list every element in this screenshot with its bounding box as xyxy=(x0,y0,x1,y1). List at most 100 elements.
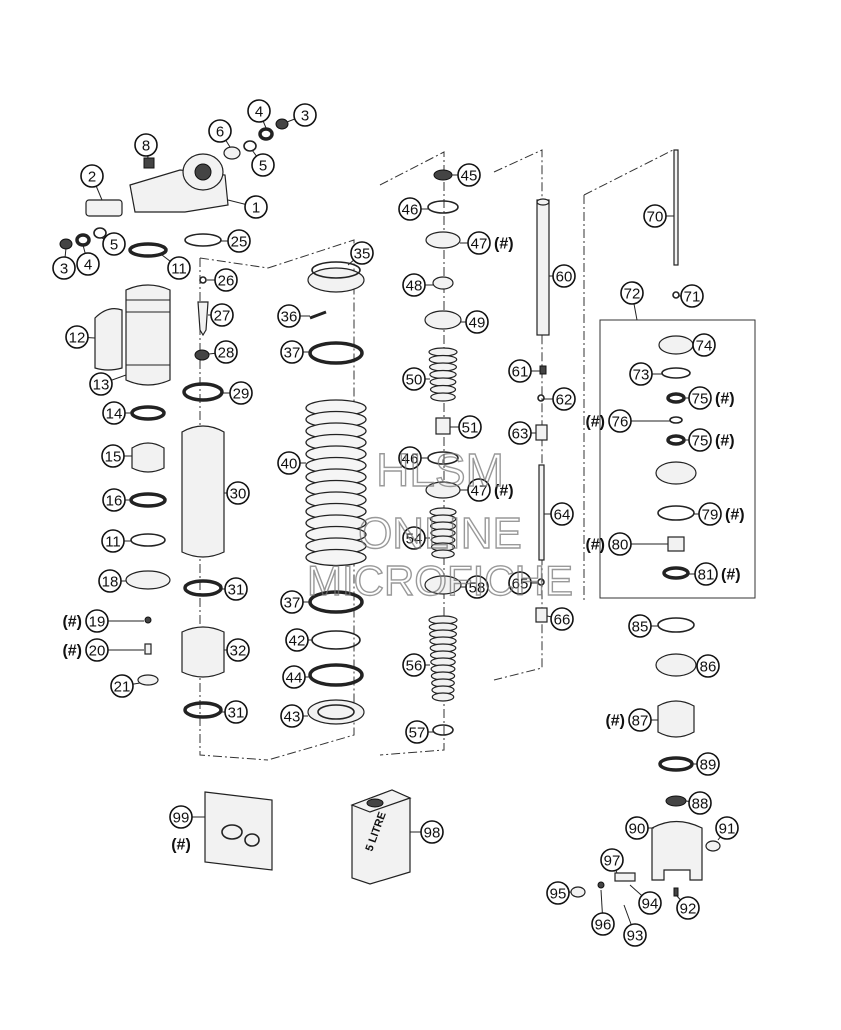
callout-circle xyxy=(293,103,317,127)
callout-number: 80 xyxy=(612,537,629,554)
callout-number: 20 xyxy=(89,643,106,660)
callout-c85: 85 xyxy=(628,614,652,638)
hash-mark-c75a: (#) xyxy=(715,391,735,408)
hash-mark-c87: (#) xyxy=(605,713,625,730)
hash-marks: (#)(#)(#)(#)(#)(#)(#)(#)(#)(#)(#)(#) xyxy=(62,236,744,854)
assembly-72-frame xyxy=(599,319,756,599)
part-11-ring-lower xyxy=(130,533,166,547)
part-91-bushing xyxy=(705,840,721,852)
callout-c4b: 4 xyxy=(247,99,271,123)
callout-circle xyxy=(625,816,649,840)
callout-number: 96 xyxy=(595,917,612,934)
callout-circle xyxy=(65,325,89,349)
callout-number: 5 xyxy=(110,237,118,254)
callout-number: 49 xyxy=(469,315,486,332)
callout-c89: 89 xyxy=(696,752,720,776)
callout-number: 89 xyxy=(700,757,717,774)
callout-circle xyxy=(110,674,134,698)
callout-c11a: 11 xyxy=(167,256,191,280)
callout-circle xyxy=(629,362,653,386)
callout-c1: 1 xyxy=(244,195,268,219)
callout-c5a: 5 xyxy=(102,232,126,256)
callout-c61: 61 xyxy=(508,359,532,383)
callout-number: 66 xyxy=(554,612,571,629)
watermark: HLSM ONLINE MICROFICHE xyxy=(306,443,573,604)
part-21-screw xyxy=(137,674,159,686)
callout-number: 43 xyxy=(284,709,301,726)
callout-c47b: 47 xyxy=(467,478,491,502)
spring-coil xyxy=(305,548,367,567)
callout-c86: 86 xyxy=(696,654,720,678)
callout-circle xyxy=(715,816,739,840)
part-2-valve xyxy=(85,199,123,217)
callout-c4a: 4 xyxy=(76,252,100,276)
callout-circle xyxy=(550,502,574,526)
part-60-shaft-top xyxy=(536,198,550,206)
callout-c72: 72 xyxy=(620,281,644,305)
callout-circle xyxy=(620,281,644,305)
callout-number: 99 xyxy=(173,810,190,827)
callout-c54: 54 xyxy=(402,526,426,550)
callout-circle xyxy=(226,481,250,505)
hash-mark-c47a: (#) xyxy=(494,236,514,253)
callout-c29: 29 xyxy=(229,381,253,405)
part-49-piston xyxy=(424,310,462,330)
callout-circle xyxy=(692,333,716,357)
hash-mark-c80: (#) xyxy=(585,537,605,554)
callout-c51: 51 xyxy=(458,415,482,439)
part-12-sleeve xyxy=(94,308,123,371)
part-35-adjuster-top xyxy=(311,261,361,279)
callout-number: 70 xyxy=(647,209,664,226)
callout-c94: 94 xyxy=(638,891,662,915)
callout-number: 4 xyxy=(255,104,263,121)
valve-column-top xyxy=(583,149,674,196)
callout-number: 42 xyxy=(289,633,306,650)
callout-number: 58 xyxy=(469,580,486,597)
callout-c15: 15 xyxy=(101,444,125,468)
callout-c40: 40 xyxy=(277,451,301,475)
callout-circle xyxy=(698,502,722,526)
callout-number: 16 xyxy=(106,493,123,510)
part-57-washer xyxy=(432,724,454,736)
part-47-cup-top xyxy=(425,231,461,249)
callout-number: 14 xyxy=(106,406,123,423)
callout-circle xyxy=(608,409,632,433)
part-50-shims xyxy=(428,347,458,402)
callout-c26: 26 xyxy=(214,268,238,292)
callout-number: 51 xyxy=(462,420,479,437)
part-20-pin xyxy=(144,643,152,655)
callout-c25: 25 xyxy=(227,229,251,253)
callout-circle xyxy=(694,562,718,586)
callout-c36: 36 xyxy=(277,304,301,328)
piston-column xyxy=(424,169,462,736)
part-30-reservoir xyxy=(181,425,225,558)
callout-circle xyxy=(552,387,576,411)
callouts: 1233445568111112131415161819202125262728… xyxy=(52,99,739,947)
part-61-screw xyxy=(539,365,547,375)
part-65-ball xyxy=(537,578,545,586)
callout-c49: 49 xyxy=(465,310,489,334)
callout-circle xyxy=(628,708,652,732)
callout-circle xyxy=(696,752,720,776)
part-95-screw xyxy=(570,886,586,898)
part-75-oring-a xyxy=(666,392,686,404)
part-40-spring xyxy=(305,399,367,567)
part-75-oring-b xyxy=(666,434,686,446)
callout-circle xyxy=(402,653,426,677)
callout-c60: 60 xyxy=(552,264,576,288)
callout-circle xyxy=(134,133,158,157)
callout-number: 25 xyxy=(231,234,248,251)
callout-number: 11 xyxy=(105,534,121,551)
callout-circle xyxy=(102,401,126,425)
callout-c31b: 31 xyxy=(224,700,248,724)
callout-number: 56 xyxy=(406,658,423,675)
watermark-line3: MICROFICHE xyxy=(307,557,573,604)
part-45-nut xyxy=(433,169,453,181)
callout-number: 31 xyxy=(228,582,245,599)
callout-c64: 64 xyxy=(550,502,574,526)
callout-c91: 91 xyxy=(715,816,739,840)
callout-number: 62 xyxy=(556,392,573,409)
callout-circle xyxy=(680,284,704,308)
part-18-cap xyxy=(125,570,171,590)
right-column xyxy=(570,149,721,898)
